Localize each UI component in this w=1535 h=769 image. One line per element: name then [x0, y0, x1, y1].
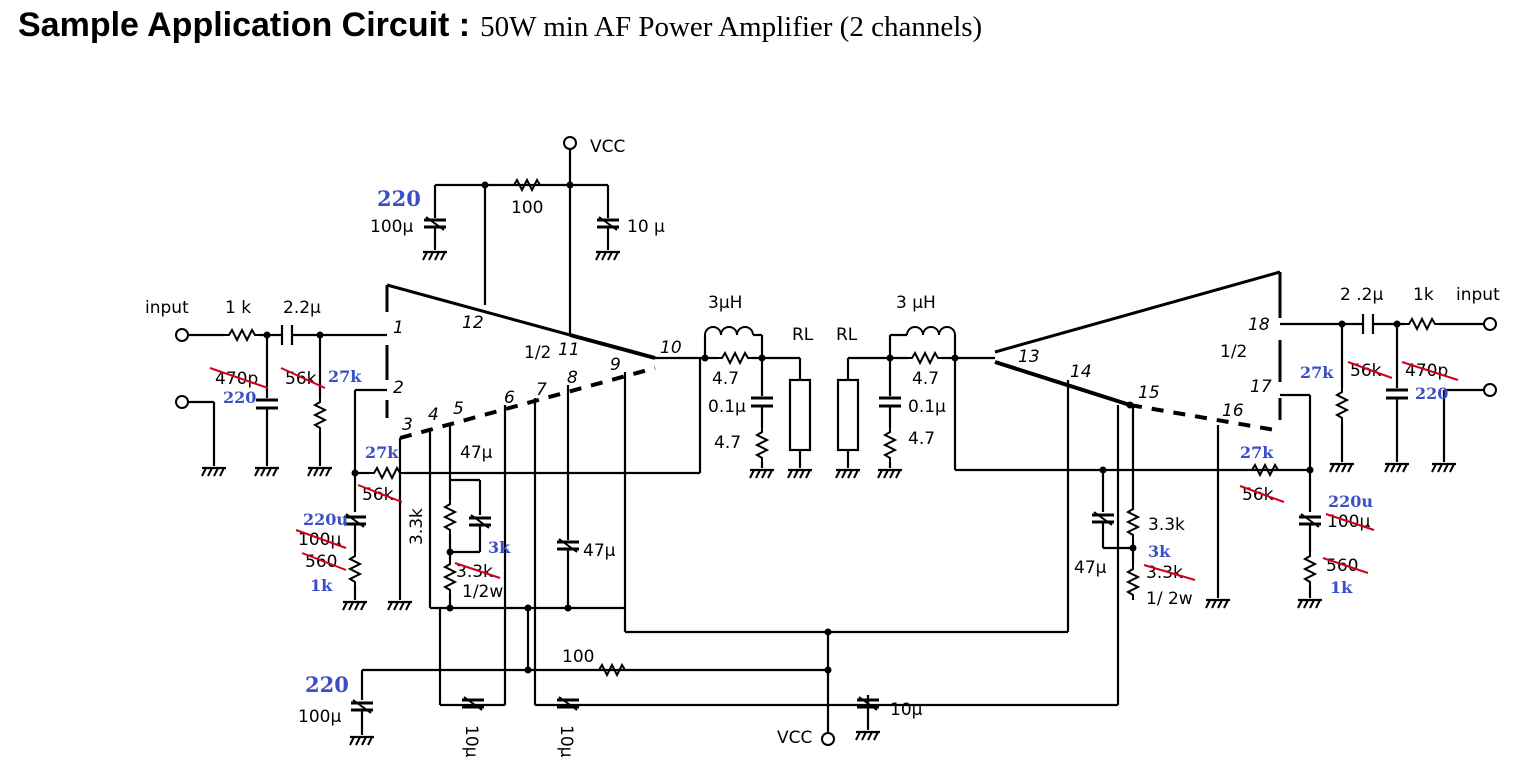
pin-13: 13 [1018, 347, 1040, 367]
input-right-network: 2 .2μ 1k input 27k 56k 470p 220 [1280, 285, 1500, 474]
pin-17: 17 [1250, 377, 1272, 397]
pin-18: 18 [1248, 315, 1270, 335]
r-47-left-a-label: 4.7 [712, 369, 739, 389]
ind-left-label: 3μH [708, 293, 742, 313]
c-10u-bottom-b-label: 10μ [556, 725, 576, 758]
half-left-label: 1/2 [524, 343, 551, 363]
r-47-left-b-label: 4.7 [714, 433, 741, 453]
pin-3: 3 [402, 415, 413, 435]
r-1k-left-label: 1 k [225, 298, 251, 318]
c-01u-left-label: 0.1μ [708, 397, 746, 417]
annot-220-top: 220 [377, 186, 421, 211]
c-10u-top-label: 10 μ [627, 217, 665, 237]
supply-top: VCC 100 100μ 10 μ 220 [370, 136, 665, 335]
bootstrap-right-network: 3.3k 3k 3.3k 1/ 2w 47μ [623, 372, 1232, 746]
pin-2: 2 [393, 378, 404, 398]
c-2u2-right-label: 2 .2μ [1340, 285, 1383, 305]
bootstrap-left-network: 47μ 3k 3.3k 1/2w 47μ [428, 385, 625, 707]
annot-3k-right: 3k [1148, 542, 1171, 561]
pin-11: 11 [558, 340, 580, 360]
pin-1: 1 [393, 318, 404, 338]
annot-220u-right: 220u [1328, 492, 1373, 511]
bottom-network: 100 220 100μ 10μ 10μ 10μ VCC [298, 647, 1118, 758]
annot-27k-left-in: 27k [328, 367, 362, 386]
c-100u-top-label: 100μ [370, 217, 413, 237]
feedback-right-network: 27k 56k 220u 100μ 560 1k [1239, 393, 1375, 610]
ind-right-label: 3 μH [896, 293, 936, 313]
annot-220-right: 220 [1415, 384, 1448, 403]
annot-220-left: 220 [223, 388, 256, 407]
pin-16: 16 [1222, 401, 1244, 421]
pin-labels: 1 2 3 4 5 6 7 8 9 10 11 12 13 14 15 16 1… [393, 313, 1272, 435]
r-33k-left-label: 3.3k [407, 508, 427, 545]
rl-left-label: RL [792, 325, 814, 345]
vcc-top-label: VCC [590, 137, 625, 157]
input-right-label: input [1456, 285, 1500, 305]
half-w-left-label: 1/2w [462, 582, 503, 602]
output-left-network: 3μH 4.7 0.1μ 4.7 RL [655, 293, 814, 480]
pin-10: 10 [660, 338, 682, 358]
pin-9: 9 [610, 355, 621, 375]
r-47-right-b-label: 4.7 [908, 429, 935, 449]
c-47u-left-a-label: 47μ [460, 443, 493, 463]
annot-1k-left: 1k [310, 576, 333, 595]
r-1k-right-label: 1k [1413, 285, 1434, 305]
title-main: Sample Application Circuit : [18, 6, 471, 44]
r-100-bottom-label: 100 [562, 647, 594, 667]
c-47u-left-b-label: 47μ [583, 541, 616, 561]
pin-15: 15 [1138, 383, 1160, 403]
annot-1k-right: 1k [1330, 578, 1353, 597]
input-left-network: input 1 k 2.2μ 470p 220 56k 27k [145, 298, 387, 478]
annot-27k-right-in: 27k [1300, 363, 1334, 382]
c-10u-bottom-label: 10μ [890, 700, 923, 720]
feedback-left-network: 27k 56k 220u 100μ 560 1k 3.3k [295, 358, 702, 612]
r-33k-right-strike-label: 3.3k [1146, 563, 1183, 583]
pin-8: 8 [567, 368, 578, 388]
c-100u-bottom-label: 100μ [298, 707, 341, 727]
annot-220-bottom: 220 [305, 672, 349, 697]
vcc-bottom-label: VCC [777, 728, 812, 748]
annot-220u-left: 220u [303, 510, 348, 529]
annot-27k-right-fb: 27k [1240, 443, 1274, 462]
ic-body [385, 270, 1282, 440]
pin-5: 5 [453, 399, 464, 419]
half-right-label: 1/2 [1220, 342, 1247, 362]
title-sub: 50W min AF Power Amplifier (2 channels) [480, 11, 983, 43]
rl-right-label: RL [836, 325, 858, 345]
r-47-right-a-label: 4.7 [912, 369, 939, 389]
r-100-top-label: 100 [511, 198, 543, 218]
c-01u-right-label: 0.1μ [908, 397, 946, 417]
half-w-right-label: 1/ 2w [1146, 589, 1193, 609]
c-2u2-left-label: 2.2μ [283, 298, 321, 318]
pin-6: 6 [504, 388, 515, 408]
c-47u-right-label: 47μ [1074, 558, 1107, 578]
input-left-label: input [145, 298, 189, 318]
annot-27k-left-fb: 27k [365, 443, 399, 462]
annot-3k-left: 3k [488, 538, 511, 557]
page-title: Sample Application Circuit : 50W min AF … [18, 6, 982, 45]
pin-12: 12 [462, 313, 484, 333]
r-33k-right-label: 3.3k [1148, 515, 1185, 535]
r-560-right-label: 560 [1326, 556, 1358, 576]
c-10u-bottom-a-label: 10μ [461, 725, 481, 758]
pin-14: 14 [1070, 362, 1092, 382]
pin-4: 4 [428, 405, 439, 425]
pin-7: 7 [536, 380, 547, 400]
